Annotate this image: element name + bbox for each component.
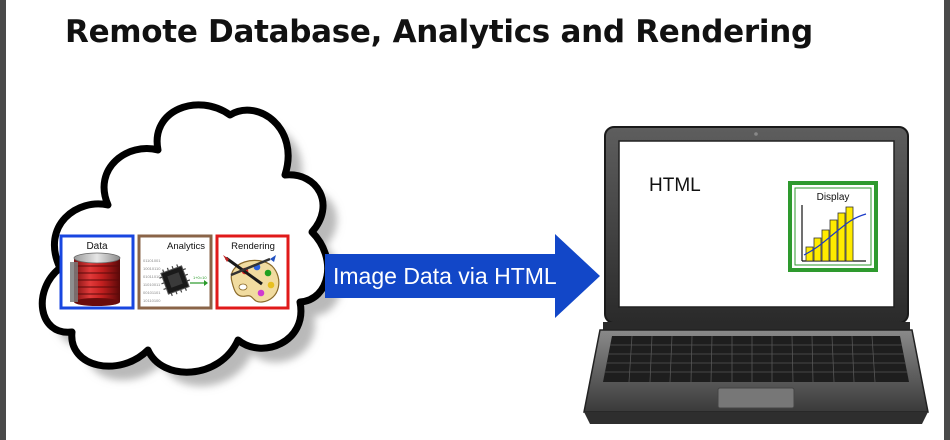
left-border (0, 0, 6, 440)
svg-text:00101101: 00101101 (143, 290, 161, 295)
rendering-tile: Rendering (215, 234, 290, 310)
trackpad (717, 387, 795, 409)
slide-title: Remote Database, Analytics and Rendering (65, 14, 813, 50)
arrow-label: Image Data via HTML (333, 263, 557, 289)
cpu-chip-icon: 01101001 10010110 01011010 11010011 0010… (143, 258, 208, 303)
bar-chart-icon (801, 205, 867, 262)
svg-text:1+0=10: 1+0=10 (193, 275, 207, 280)
data-tile-label: Data (86, 241, 108, 252)
display-panel: Display (788, 181, 878, 272)
analytics-tile-label: Analytics (167, 241, 205, 252)
transfer-arrow: Image Data via HTML (325, 234, 600, 318)
screen-html-label: HTML (649, 175, 701, 196)
database-icon (70, 252, 121, 306)
display-label: Display (817, 192, 850, 203)
analytics-tile: Analytics 01101001 10010110 01011010 110… (137, 234, 213, 310)
keyboard (603, 335, 909, 383)
svg-text:01101001: 01101001 (143, 258, 161, 263)
rendering-tile-label: Rendering (231, 241, 275, 252)
laptop-icon: HTML Display (583, 126, 929, 424)
svg-text:10010110: 10010110 (143, 266, 161, 271)
svg-text:11010011: 11010011 (143, 282, 161, 287)
svg-text:01011010: 01011010 (143, 274, 161, 279)
right-border (944, 0, 950, 440)
svg-text:10110100: 10110100 (143, 298, 161, 303)
data-tile: Data (59, 234, 135, 310)
paint-palette-icon (223, 255, 280, 303)
